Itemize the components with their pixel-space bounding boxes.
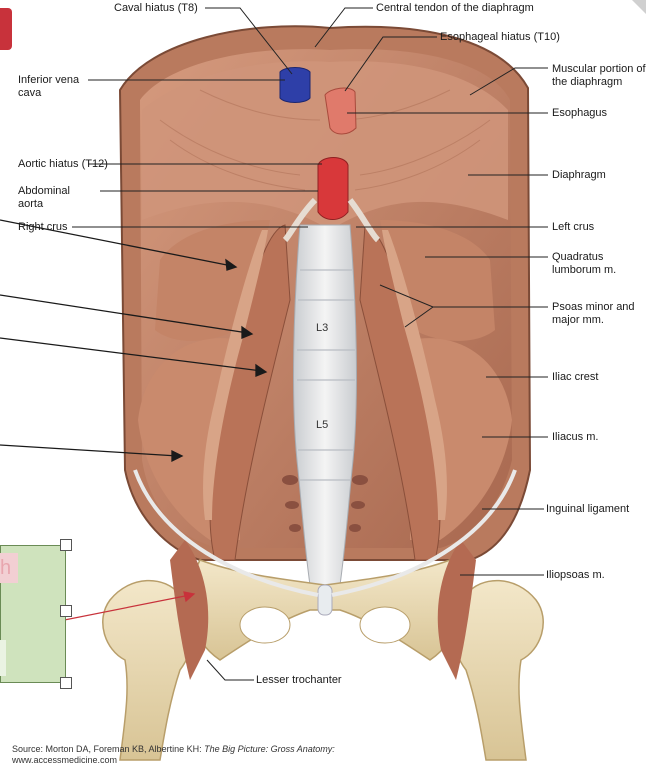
pointer-arrows	[0, 219, 268, 463]
psoas-minor-right	[203, 230, 268, 520]
obturator-foramen-right	[239, 606, 291, 644]
label-l5: L5	[316, 419, 329, 431]
source-book: The Big Picture: Gross Anatomy:	[204, 744, 335, 754]
inguinal-ligament-left	[331, 469, 517, 597]
label-iliacus: Iliacus m.	[552, 431, 599, 443]
label-inguinal-ligament: Inguinal ligament	[546, 503, 630, 515]
label-l3: L3	[316, 322, 329, 334]
label-muscular-portion: Muscular portion of the diaphragm	[552, 63, 646, 88]
corner-fold-icon	[632, 0, 646, 14]
label-iliac-crest: Iliac crest	[552, 371, 599, 383]
label-abdominal-aorta: Abdominal aorta	[18, 185, 70, 210]
highlight-fragment	[0, 640, 6, 676]
source-citation: Source: Morton DA, Foreman KB, Albertine…	[12, 744, 335, 766]
label-esophageal-hiatus: Esophageal hiatus (T10)	[440, 31, 560, 43]
resize-handle-middle-right[interactable]	[60, 605, 72, 617]
label-quadratus-lumborum: Quadratus lumborum m.	[552, 251, 617, 276]
label-central-tendon: Central tendon of the diaphragm	[376, 2, 534, 14]
sacral-foramina	[282, 475, 368, 532]
label-esophagus: Esophagus	[552, 107, 608, 119]
leader-lines	[72, 7, 548, 681]
label-lesser-trochanter: Lesser trochanter	[256, 674, 342, 686]
pubic-symphysis	[317, 584, 333, 616]
esophagus-vessel	[324, 87, 357, 135]
diaphragm-dome	[142, 61, 508, 230]
label-right-crus: Right crus	[18, 221, 68, 233]
label-inferior-vena-cava: Inferior vena cava	[18, 74, 80, 99]
obturator-foramen-left	[359, 606, 411, 644]
sidebar-tab[interactable]	[0, 8, 12, 50]
aorta-vessel	[317, 157, 349, 220]
label-left-crus: Left crus	[552, 221, 595, 233]
source-prefix: Source: Morton DA, Foreman KB, Albertine…	[12, 744, 205, 754]
highlight-text-fragment: h	[0, 553, 18, 583]
crus-right	[282, 197, 318, 243]
label-psoas: Psoas minor and major mm.	[552, 301, 635, 326]
crus-left	[347, 198, 381, 243]
resize-handle-bottom-right[interactable]	[60, 677, 72, 689]
vertebra-lines	[297, 269, 355, 481]
label-diaphragm: Diaphragm	[552, 169, 606, 181]
psoas-minor-left	[382, 230, 447, 520]
label-iliopsoas: Iliopsoas m.	[546, 569, 605, 581]
inferior-vena-cava-vessel	[279, 67, 311, 103]
label-caval-hiatus: Caval hiatus (T8)	[114, 2, 198, 14]
iliopsoas-right	[170, 540, 209, 680]
label-aortic-hiatus: Aortic hiatus (T12)	[18, 158, 108, 170]
inguinal-ligament-right	[133, 469, 319, 597]
source-url[interactable]: www.accessmedicine.com	[12, 755, 118, 765]
resize-handle-top-right[interactable]	[60, 539, 72, 551]
